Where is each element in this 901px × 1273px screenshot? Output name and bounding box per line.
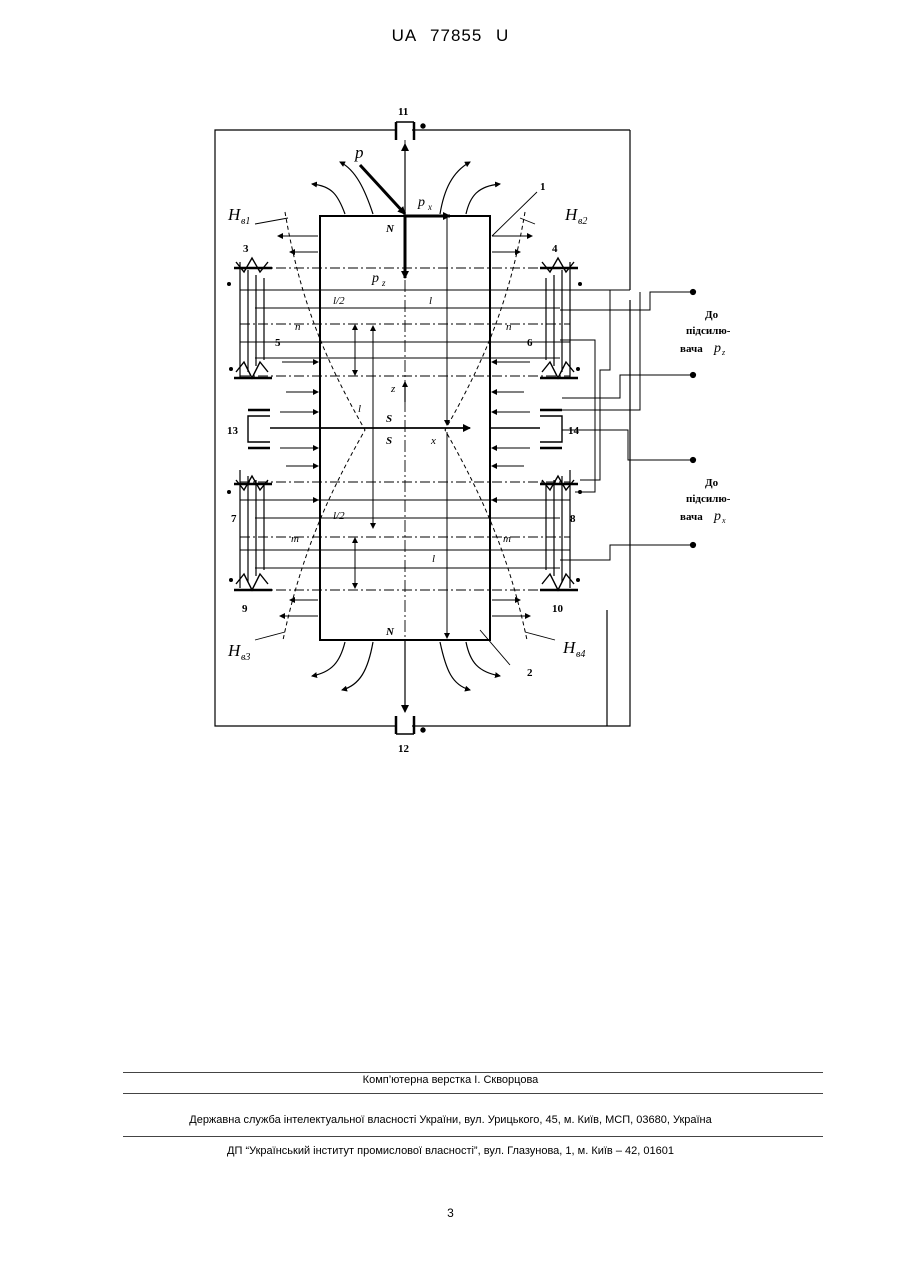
field-lines-bottom [312,642,500,690]
amp1-sub: z [721,348,726,357]
amp1-p: p [713,341,721,356]
label-1: 1 [540,181,546,193]
label-l-top: l [429,295,432,307]
label-Hb1-sub: в1 [241,216,250,227]
amp2-line2: підсилю- [686,493,731,505]
label-Hb4-sub: в4 [576,649,585,660]
label-3: 3 [243,243,249,255]
force-p-arrow [360,165,405,214]
label-Hb2-sub: в2 [578,216,587,227]
label-6: 6 [527,337,533,349]
footer-institute: ДП “Український інститут промислової вла… [0,1145,901,1157]
label-Hb1: H [227,205,242,224]
label-n-right: n [506,321,512,333]
label-2: 2 [527,667,533,679]
label-12: 12 [398,743,410,755]
label-14: 14 [568,425,580,437]
label-Hb3: H [227,641,242,660]
label-4: 4 [552,243,558,255]
label-S-bottom: S [386,435,392,447]
label-l-half-top: l/2 [333,295,345,307]
label-N-top: N [385,223,395,235]
amp1-line2: підсилю- [686,325,731,337]
sensor-12 [396,716,425,734]
amp1-line3: вача [680,343,703,355]
label-m-left: m [291,533,299,545]
page-number: 3 [0,1206,901,1220]
label-l-mid: l [358,403,361,415]
label-S-top: S [386,413,392,425]
sensor-11 [396,122,425,140]
label-8: 8 [570,513,576,525]
patent-drawing: 11 12 1 2 3 4 5 6 7 8 9 10 13 14 p p x p… [0,0,901,800]
label-11: 11 [398,106,408,118]
label-px-sub: x [427,202,432,212]
label-13: 13 [227,425,239,437]
label-l-bottom: l [432,553,435,565]
footer-agency: Державна служба інтелектуальної власност… [0,1114,901,1126]
footer-rule-2 [123,1093,823,1094]
field-lines-top [312,162,500,214]
label-Hb3-sub: в3 [241,652,250,663]
label-5: 5 [275,337,281,349]
label-m-right: m [503,533,511,545]
amplifier-wires [560,290,693,560]
label-p: p [354,143,364,162]
footer-rule-3 [123,1136,823,1137]
label-pz-sub: z [381,278,386,288]
amp2-sub: x [721,516,726,525]
footer-layout-credit: Комп’ютерна верстка І. Скворцова [0,1074,901,1086]
right-coil-loops [546,262,570,588]
label-9: 9 [242,603,248,615]
amp2-line1: До [705,477,719,489]
sensor-14 [490,410,562,448]
footer-rule-1 [123,1072,823,1073]
label-px: p [417,195,425,210]
label-N-bottom: N [385,626,395,638]
amp2-line3: вача [680,511,703,523]
label-pz: p [371,271,379,286]
sensor-13 [248,410,320,448]
label-l-half-bottom: l/2 [333,510,345,522]
left-coil-loops [240,262,264,588]
amp2-p: p [713,509,721,524]
label-Hb2: H [564,205,579,224]
label-Hb4: H [562,638,577,657]
label-n-left: n [295,321,301,333]
label-x: x [430,435,436,447]
label-7: 7 [231,513,237,525]
label-z: z [390,383,396,395]
label-10: 10 [552,603,564,615]
amp1-line1: До [705,309,719,321]
